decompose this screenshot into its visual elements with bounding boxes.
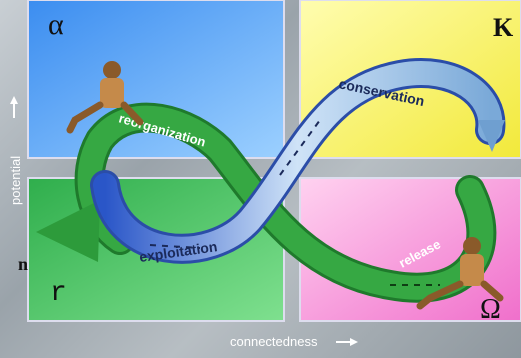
alpha-label: α [48, 8, 64, 41]
r-label: r [50, 278, 67, 309]
y-axis-arrowhead-icon [10, 96, 18, 104]
x-axis-label: connectedness [230, 334, 318, 349]
figure-omega [416, 237, 504, 310]
release-ribbon [77, 105, 494, 300]
figure-alpha [66, 61, 144, 134]
edge-text: n [17, 254, 28, 274]
x-axis-arrowhead-icon [350, 338, 358, 346]
right-arrowhead [478, 120, 505, 152]
k-label: K [493, 13, 514, 42]
omega-label: Ω [480, 294, 501, 325]
left-arrowhead [36, 200, 100, 262]
conservation-ribbon [93, 61, 503, 261]
exploitation-flow-marks [149, 244, 201, 249]
y-axis-label: potential [8, 156, 23, 205]
